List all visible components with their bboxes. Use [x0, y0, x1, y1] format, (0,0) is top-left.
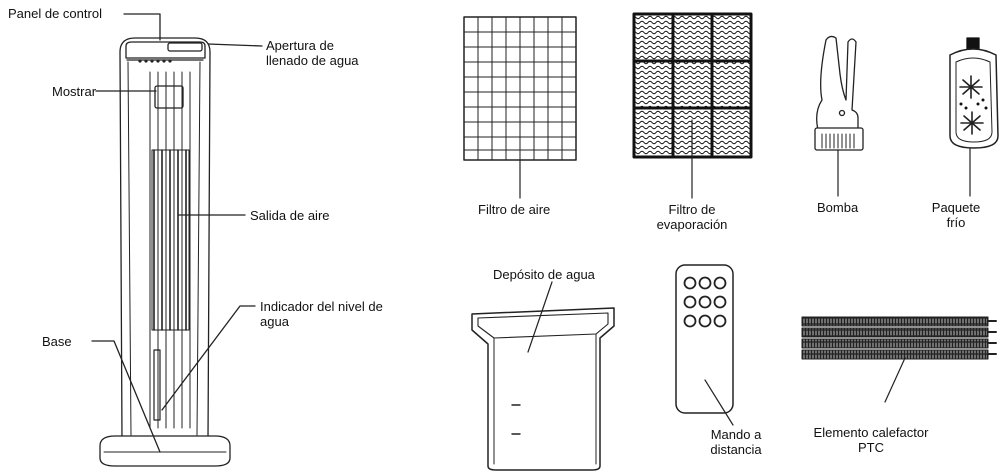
label-panel-de-control: Panel de control	[8, 6, 102, 21]
label-elemento-line2: PTC	[858, 440, 884, 455]
label-filtro-de-aire: Filtro de aire	[478, 202, 551, 217]
label-paquete-line2: frío	[946, 215, 966, 230]
label-deposito-de-agua: Depósito de agua	[493, 267, 595, 282]
ptc-heating-element	[801, 316, 997, 403]
label-filtro-evap-line2: evaporación	[656, 217, 728, 232]
label-apertura-line2: llenado de agua	[266, 53, 359, 68]
label-elemento-calefactor: Elemento calefactor PTC	[808, 425, 934, 455]
label-mando-a-distancia: Mando a distancia	[701, 427, 771, 457]
pump	[814, 35, 864, 197]
label-paquete-frio: Paquete frío	[924, 200, 988, 230]
tower-leaders	[91, 13, 263, 453]
label-apertura-line1: Apertura de	[266, 38, 334, 53]
label-mando-line1: Mando a	[710, 427, 762, 442]
tower-fan	[99, 37, 231, 467]
label-indicador-line2: agua	[260, 314, 289, 329]
label-elemento-line1: Elemento calefactor	[813, 425, 929, 440]
label-filtro-evap-line1: Filtro de	[668, 202, 716, 217]
remote-control	[675, 264, 734, 426]
label-mostrar: Mostrar	[52, 84, 97, 99]
label-base: Base	[42, 334, 72, 349]
label-bomba: Bomba	[817, 200, 859, 215]
label-mando-line2: distancia	[710, 442, 762, 457]
label-salida-de-aire: Salida de aire	[250, 208, 330, 223]
label-filtro-evaporacion: Filtro de evaporación	[646, 202, 738, 232]
label-paquete-line1: Paquete	[931, 200, 981, 215]
label-indicador-line1: Indicador del nivel de	[260, 299, 383, 314]
air-filter	[463, 16, 577, 199]
label-indicador-nivel: Indicador del nivel de agua	[260, 299, 383, 329]
water-tank	[471, 281, 615, 471]
evaporation-filter	[632, 12, 753, 199]
cold-pack	[949, 37, 999, 197]
label-apertura: Apertura de llenado de agua	[266, 38, 359, 68]
